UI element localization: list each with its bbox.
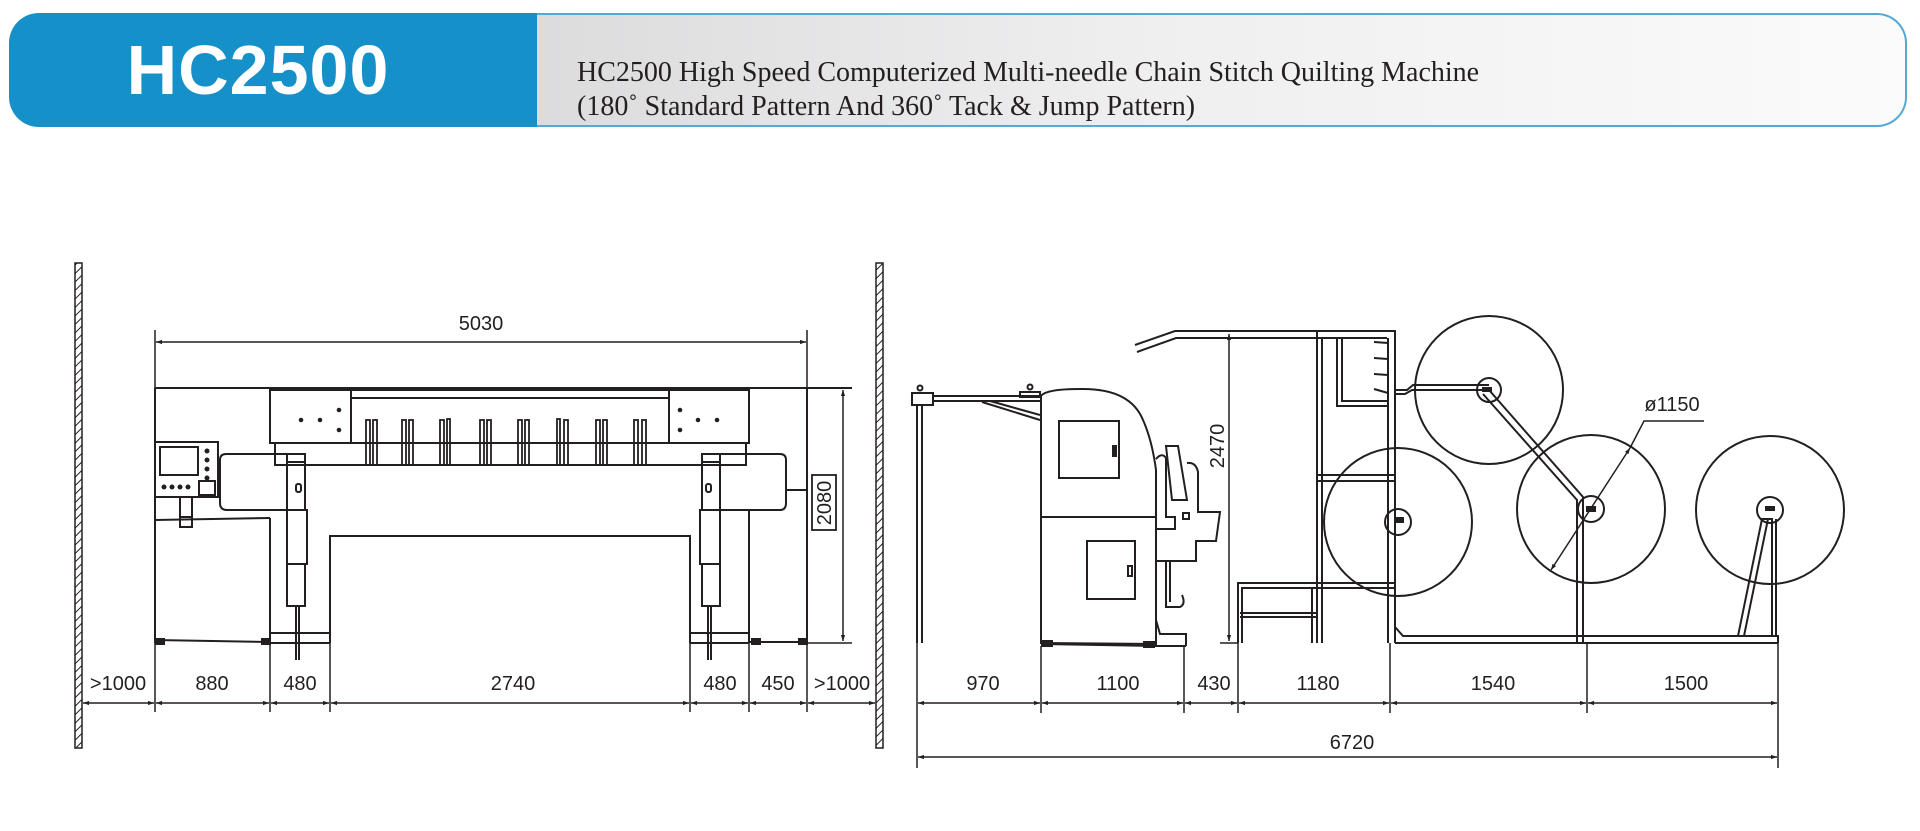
front-dim-5: 450 <box>761 673 794 695</box>
left-wall <box>74 262 83 749</box>
fabric-rack <box>911 392 934 406</box>
upper-door <box>1058 420 1120 479</box>
roll-right <box>1695 435 1845 585</box>
front-dim-1: 880 <box>195 673 228 695</box>
roll-left <box>1323 447 1473 597</box>
header-banner: HC2500 HC2500 High Speed Computerized Mu… <box>9 13 1907 127</box>
needle-heads <box>365 418 647 466</box>
front-dim-2: 480 <box>283 673 316 695</box>
side-bottom-dimension-lines <box>918 700 1777 760</box>
front-view <box>74 262 884 749</box>
side-dim-1: 970 <box>966 673 999 695</box>
side-dim-3: 430 <box>1197 673 1230 695</box>
front-dim-right-clearance: >1000 <box>814 673 870 695</box>
model-name: HC2500 <box>126 31 390 109</box>
side-dim-4: 1180 <box>1296 673 1339 695</box>
side-dim-2: 1100 <box>1096 673 1139 695</box>
title-box: HC2500 High Speed Computerized Multi-nee… <box>537 13 1907 127</box>
front-dim-4: 480 <box>703 673 736 695</box>
side-height-label: 2470 <box>1207 424 1229 469</box>
roll-top <box>1414 315 1564 465</box>
lower-door <box>1086 540 1136 600</box>
product-subtitle: (180˚ Standard Pattern And 360˚ Tack & J… <box>577 91 1196 122</box>
front-height-label: 2080 <box>814 481 836 526</box>
side-dim-6: 1500 <box>1664 673 1709 695</box>
product-title: HC2500 High Speed Computerized Multi-nee… <box>577 57 1480 88</box>
front-dim-3: 2740 <box>491 673 536 695</box>
roll-diameter-label: ø1150 <box>1644 394 1699 416</box>
right-wall <box>875 262 884 749</box>
side-view <box>911 315 1845 768</box>
roll-middle <box>1516 434 1666 584</box>
model-badge: HC2500 <box>9 13 537 127</box>
side-overall-length-label: 6720 <box>1330 732 1375 754</box>
front-width-label: 5030 <box>459 313 504 335</box>
machine-cabinet <box>1040 387 1157 646</box>
diameter-dimension-line <box>1550 447 1631 571</box>
front-dim-left-clearance: >1000 <box>90 673 146 695</box>
side-dim-5: 1540 <box>1471 673 1516 695</box>
